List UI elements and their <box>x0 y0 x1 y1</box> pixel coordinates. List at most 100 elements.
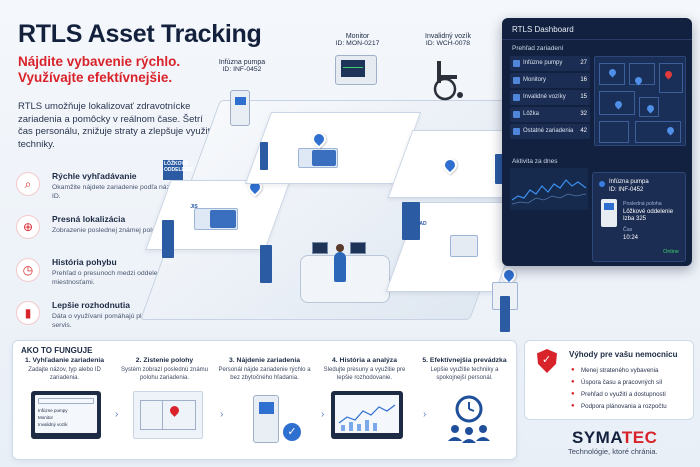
infusion-pump-icon <box>230 90 250 126</box>
step-desc: Personál nájde zariadenie rýchlo a bez z… <box>218 367 311 381</box>
overview-heading: Prehľad zariadení <box>512 45 564 52</box>
item-count: 42 <box>580 128 587 134</box>
brand-tagline: Technológie, ktoré chránia. <box>568 447 658 456</box>
item-label: Invalidné vozíky <box>523 94 566 100</box>
dashboard-title: RTLS Dashboard <box>512 25 574 34</box>
door <box>260 142 268 170</box>
equipment-icon <box>513 128 520 135</box>
callout-id: ID: WCH-0078 <box>425 40 471 47</box>
sign-jis: JIS <box>190 204 198 210</box>
desk-monitor <box>350 242 366 254</box>
feature-better-decisions: ▮ Lepšie rozhodnutia Dáta o využívaní po… <box>12 297 197 338</box>
location-label: Posledná poloha <box>623 201 662 207</box>
nurse-head <box>336 244 344 252</box>
feature-title: Presná lokalizácia <box>52 214 126 224</box>
search-result-item: Infúzne pumpy <box>38 408 68 413</box>
item-count: 32 <box>580 111 587 117</box>
feature-desc: Dáta o využívaní pomáhajú plánovať nákup… <box>52 313 193 329</box>
benefits-title: Výhody pre vašu nemocnicu <box>569 350 678 359</box>
floor-map-icon <box>133 391 203 439</box>
floor-mini-map[interactable] <box>594 56 686 146</box>
feature-title: Lepšie rozhodnutia <box>52 300 130 310</box>
benefits-list: Menej strateného vybavenia Úspora času a… <box>571 367 667 415</box>
step-3: 3. Nájdenie zariadenia Personál nájde za… <box>217 357 312 382</box>
callout-name: Infúzna pumpa <box>218 59 266 66</box>
bed-blanket <box>312 150 336 166</box>
patient-monitor-icon <box>335 55 377 85</box>
search-icon: ⌕ <box>16 172 40 196</box>
sign-ward: LÔŽKOVÉ ODDELENIE <box>163 160 193 180</box>
callout-wheelchair: Invalidný vozík ID: WCH-0078 <box>408 33 488 47</box>
door <box>500 296 510 332</box>
step-5: 5. Efektívnejšia prevádzka Lepšie využit… <box>417 357 512 382</box>
time-label: Čas <box>623 227 633 233</box>
search-result-item: Invalidný vozík <box>38 422 68 427</box>
list-item: Prehľad o využití a dostupnosti <box>571 391 667 403</box>
door <box>402 202 420 240</box>
feature-fast-search: ⌕ Rýchle vyhľadávanie Okamžite nájdete z… <box>12 168 197 209</box>
callout-name: Monitor <box>345 33 370 40</box>
activity-chart <box>510 168 588 210</box>
chart-icon: ▮ <box>16 301 40 325</box>
time-value: 10:24 <box>623 235 639 241</box>
activity-heading: Aktivita za dnes <box>512 158 558 165</box>
storage-shelf <box>450 235 478 257</box>
how-title: AKO TO FUNGUJE <box>21 346 93 355</box>
list-item[interactable]: Monitory 16 <box>510 73 590 88</box>
item-label: Infúzne pumpy <box>523 60 563 66</box>
hospital-floor-illustration: LÔŽKOVÉ ODDELENIE JIS SKLAD <box>139 60 551 335</box>
map-room <box>599 91 635 115</box>
brand-name-main: SYMA <box>572 428 622 447</box>
item-count: 15 <box>580 94 587 100</box>
feature-title: Rýchle vyhľadávanie <box>52 171 137 181</box>
bed-blanket <box>210 210 236 228</box>
step-1: 1. Vyhľadanie zariadenia Zadajte názov, … <box>17 357 112 382</box>
list-item[interactable]: Infúzne pumpy 27 <box>510 56 590 71</box>
list-item[interactable]: Invalidné vozíky 15 <box>510 90 590 105</box>
step-title: 2. Zistenie polohy <box>135 357 194 364</box>
search-result-item: Monitor <box>38 415 54 420</box>
arrow-right-icon: › <box>321 409 325 420</box>
page-title: RTLS Asset Tracking <box>18 20 262 48</box>
feature-movement-history: ◷ História pohybu Prehľad o presunoch me… <box>12 254 197 295</box>
callout-monitor: Monitor ID: MON-0217 <box>320 33 395 47</box>
infusion-pump-icon <box>601 199 617 227</box>
page-subtitle: Nájdite vybavenie rýchlo. Využívajte efe… <box>18 54 181 85</box>
item-label: Lôžka <box>523 111 540 117</box>
item-count: 16 <box>580 77 587 83</box>
step-title: 4. História a analýza <box>332 357 397 364</box>
callout-infusion-pump: Infúzna pumpa ID: INF-0452 <box>202 59 282 73</box>
callout-name: Invalidný vozík <box>425 33 471 40</box>
item-count: 27 <box>580 60 587 66</box>
device-count-list: Infúzne pumpy 27 Monitory 16 Invalidné v… <box>510 56 590 141</box>
map-room <box>659 63 683 93</box>
list-item: Úspora času a pracovných síl <box>571 379 667 391</box>
intro-text: RTLS umožňuje lokalizovať zdravotnícke z… <box>18 101 218 150</box>
arrow-right-icon: › <box>115 409 119 420</box>
feature-desc: Zobrazenie poslednej známej polohy na ma… <box>52 227 193 234</box>
callout-id: ID: MON-0217 <box>335 40 380 47</box>
arrow-right-icon: › <box>220 409 224 420</box>
list-item[interactable]: Lôžka 32 <box>510 107 590 122</box>
step-title: 1. Vyhľadanie zariadenia <box>24 357 105 364</box>
location-value: Lôžkové oddelenie Izba 325 <box>623 209 674 222</box>
step-desc: Lepšie využitie techniky a spokojnejší p… <box>430 367 499 381</box>
shield-check-icon <box>537 349 557 373</box>
status-badge: Online <box>663 249 679 255</box>
callout-id: ID: INF-0452 <box>222 66 262 73</box>
map-room <box>635 121 681 143</box>
benefits-panel: Výhody pre vašu nemocnicu Menej stratené… <box>524 340 694 420</box>
rtls-dashboard: RTLS Dashboard Prehľad zariadení Infúzne… <box>502 18 692 266</box>
feature-precise-location: ⊕ Presná lokalizácia Zobrazenie posledne… <box>12 211 197 252</box>
list-item[interactable]: Ostatné zariadenia 42 <box>510 124 590 139</box>
list-item: Menej strateného vybavenia <box>571 367 667 379</box>
clock-icon: ◷ <box>16 258 40 282</box>
map-room <box>599 121 629 143</box>
feature-desc: Okamžite nájdete zariadenie podľa názvu … <box>52 184 196 200</box>
door <box>162 220 174 258</box>
door <box>495 154 503 184</box>
search-screen-icon: Infúzne pumpy Monitor Invalidný vozík <box>31 391 101 439</box>
device-detail-card[interactable]: Infúzna pumpa ID: INF-0452 Posledná polo… <box>592 172 686 262</box>
map-room <box>629 63 655 85</box>
